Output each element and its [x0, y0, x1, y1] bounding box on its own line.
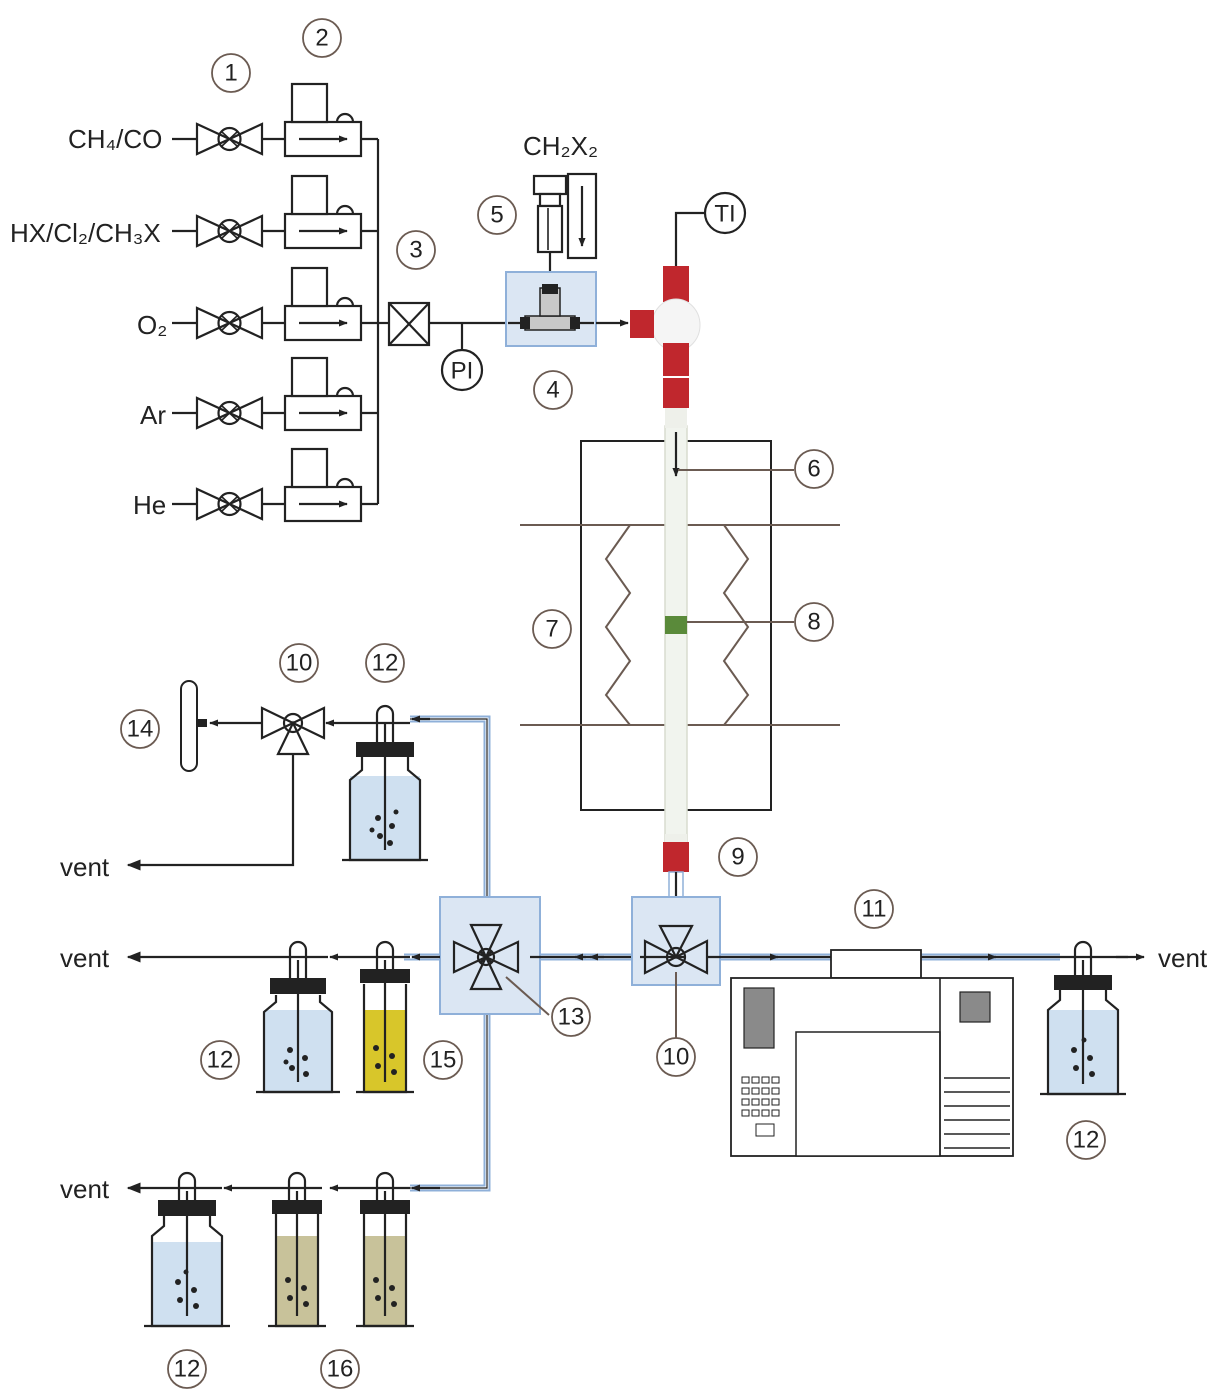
- callout-4: 4: [533, 370, 573, 410]
- gas-label-he: He: [133, 490, 166, 520]
- svg-text:13: 13: [558, 1004, 585, 1031]
- scrubber-bottle: [144, 1171, 230, 1328]
- callout-12-right: 12: [1066, 1120, 1106, 1160]
- svg-text:16: 16: [327, 1356, 354, 1383]
- callout-11: 11: [854, 889, 894, 929]
- gas-row-2: [172, 174, 378, 250]
- callout-6: 6: [794, 449, 834, 489]
- svg-text:3: 3: [409, 237, 422, 264]
- svg-text:15: 15: [430, 1047, 457, 1074]
- gas-label-hx: HX/Cl₂/CH₃X: [10, 218, 161, 248]
- four-way-valve: [476, 947, 496, 967]
- reagent-label: CH₂X₂: [523, 131, 598, 161]
- vent-label: vent: [60, 943, 110, 973]
- svg-text:10: 10: [286, 650, 313, 677]
- vent-label: vent: [60, 852, 110, 882]
- gas-row-3: [172, 266, 378, 342]
- quartz-reactor-tube: [664, 425, 688, 853]
- scrubber-bottle: [342, 704, 428, 862]
- svg-text:8: 8: [807, 609, 820, 636]
- catalyst-bed: [665, 616, 687, 634]
- callout-12-top: 12: [365, 643, 405, 683]
- callout-7: 7: [532, 609, 572, 649]
- gas-row-1: [172, 82, 378, 158]
- callout-8: 8: [794, 602, 834, 642]
- impinger-yellow: [356, 940, 414, 1094]
- syringe-pump: [532, 174, 568, 196]
- callout-12-middle: 12: [200, 1040, 240, 1080]
- gas-label-ar: Ar: [140, 400, 166, 430]
- scrubber-bottle: [256, 940, 340, 1094]
- gas-feed-section: CH₄/CO HX/Cl₂/CH₃X O₂ Ar He: [10, 82, 525, 523]
- svg-text:5: 5: [490, 202, 503, 229]
- callout-14: 14: [120, 709, 160, 749]
- svg-text:4: 4: [546, 377, 559, 404]
- callout-10-bottom: 10: [656, 1037, 696, 1077]
- svg-text:12: 12: [174, 1356, 201, 1383]
- scrubber-bottle-right: [1040, 940, 1126, 1096]
- svg-text:2: 2: [315, 25, 328, 52]
- callout-3: 3: [396, 230, 436, 270]
- valve-10-bottom-group: [589, 896, 1145, 1040]
- mixing-tee: [524, 315, 576, 331]
- svg-text:14: 14: [127, 716, 154, 743]
- sampling-train-middle: [126, 940, 440, 1094]
- callout-1: 1: [211, 53, 251, 93]
- pressure-indicator: [440, 348, 484, 392]
- callout-12-bottom: 12: [167, 1349, 207, 1389]
- pressure-indicator-label: PI: [451, 358, 474, 385]
- svg-text:12: 12: [372, 650, 399, 677]
- vent-label: vent: [1158, 943, 1208, 973]
- vent-label: vent: [60, 1174, 110, 1204]
- sampling-train-top: [126, 680, 430, 871]
- impinger-khaki: [356, 1171, 414, 1328]
- callout-15: 15: [423, 1040, 463, 1080]
- svg-text:1: 1: [224, 60, 237, 87]
- callout-5: 5: [477, 195, 517, 235]
- svg-text:10: 10: [663, 1044, 690, 1071]
- impinger-khaki: [268, 1171, 326, 1328]
- halomethane-feed: CH₂X₂: [505, 131, 629, 347]
- mass-flow-controller: [283, 485, 363, 523]
- gas-row-4: [172, 356, 378, 432]
- svg-text:12: 12: [1073, 1127, 1100, 1154]
- valve-13-group: [439, 896, 640, 1016]
- gas-label-o2: O₂: [137, 310, 167, 340]
- gc-keypad: [741, 1076, 780, 1137]
- reactor-section: TI: [520, 191, 840, 913]
- reactor-outlet-cap: [663, 842, 689, 872]
- svg-text:12: 12: [207, 1047, 234, 1074]
- heating-coil-left: [604, 524, 632, 726]
- svg-text:11: 11: [862, 896, 887, 923]
- gas-row-5: [172, 447, 378, 523]
- temperature-indicator: [703, 191, 747, 235]
- callout-10-top: 10: [279, 643, 319, 683]
- callout-16: 16: [320, 1349, 360, 1389]
- callout-13: 13: [551, 997, 591, 1037]
- temperature-indicator-label: TI: [714, 201, 735, 228]
- svg-text:9: 9: [731, 844, 744, 871]
- sampling-train-bottom: [126, 1171, 440, 1328]
- svg-text:7: 7: [545, 616, 558, 643]
- callout-2: 2: [302, 18, 342, 58]
- callout-9: 9: [718, 837, 758, 877]
- gas-sampling-bag: [180, 680, 198, 772]
- gas-label-ch4co: CH₄/CO: [68, 124, 162, 154]
- heating-coil-right: [722, 524, 750, 726]
- gas-chromatograph: [730, 949, 1014, 1157]
- svg-text:6: 6: [807, 456, 820, 483]
- three-way-valve-top: [282, 712, 304, 734]
- reactor-inlet-cap: [663, 266, 689, 302]
